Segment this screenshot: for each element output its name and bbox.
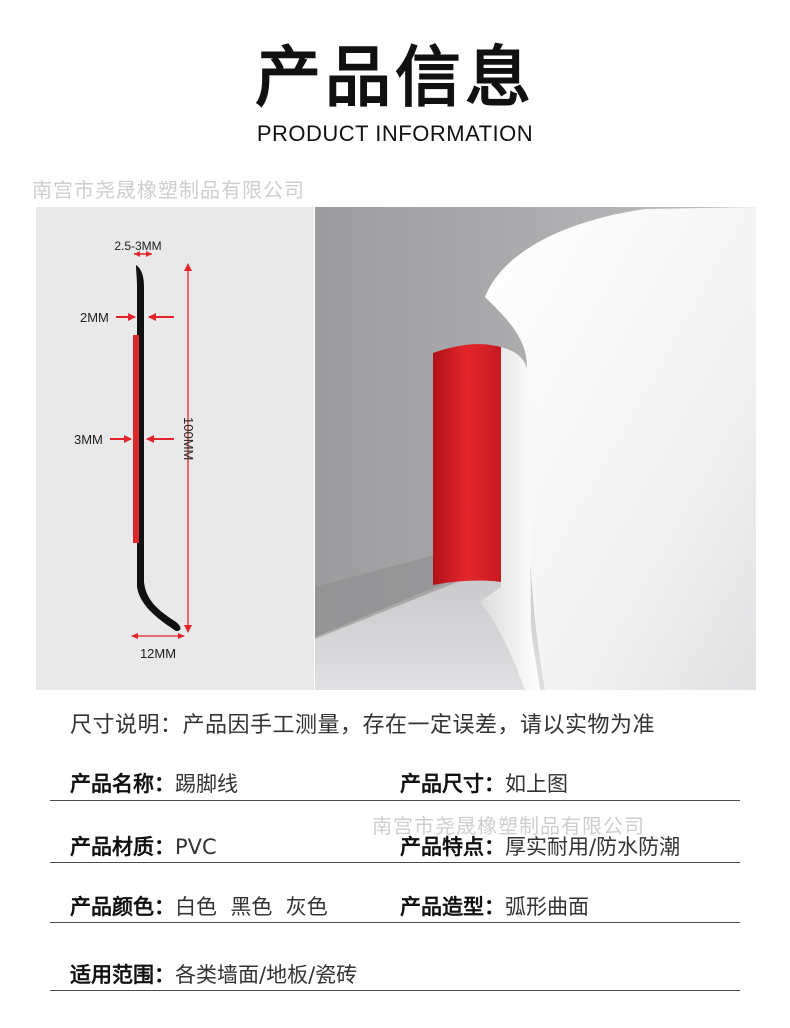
spec-row-2: 产品材质：PVC 产品特点：厚实耐用/防水防潮 (70, 831, 740, 861)
spec-name: 产品名称：踢脚线 (70, 768, 238, 798)
white-baseboard (485, 207, 756, 690)
spec-shape-label: 产品造型： (400, 895, 505, 919)
spec-feature-value: 厚实耐用/防水防潮 (505, 835, 681, 859)
dim-height-label: 100MM (181, 417, 196, 460)
dim-3mm-label: 3MM (74, 432, 103, 447)
divider (50, 922, 740, 923)
spec-size-label: 产品尺寸： (400, 772, 505, 796)
divider (50, 990, 740, 991)
spec-row-1: 产品名称：踢脚线 产品尺寸：如上图 (70, 768, 740, 798)
spec-usage-label: 适用范围： (70, 963, 175, 987)
product-photo (315, 207, 756, 690)
spec-usage-value: 各类墙面/地板/瓷砖 (175, 963, 358, 987)
profile-diagram-svg: 2.5-3MM 2MM 3MM 100MM 12MM (74, 239, 196, 661)
page-title: 产品信息 (255, 39, 535, 116)
watermark-top: 南宫市尧晟橡塑制品有限公司 (32, 178, 305, 202)
spec-feature-label: 产品特点： (400, 835, 505, 859)
red-adhesive-strip-photo (433, 344, 501, 585)
divider (50, 862, 740, 863)
size-note: 尺寸说明：产品因手工测量，存在一定误差，请以实物为准 (70, 713, 656, 738)
spec-color-label: 产品颜色： (70, 895, 175, 919)
spec-material-value: PVC (175, 835, 217, 859)
page-subtitle: PRODUCT INFORMATION (256, 121, 534, 146)
divider (50, 800, 740, 801)
spec-color: 产品颜色：白色 黑色 灰色 (70, 891, 328, 921)
spec-material: 产品材质：PVC (70, 831, 217, 861)
dim-2mm-label: 2MM (80, 310, 109, 325)
watermark-middle: 南宫市尧晟橡塑制品有限公司 (372, 814, 645, 838)
baseboard-edge (480, 347, 540, 690)
profile-shape (136, 265, 181, 631)
spec-material-label: 产品材质： (70, 835, 175, 859)
dim-bottom-width-label: 12MM (140, 646, 176, 661)
spec-name-label: 产品名称： (70, 772, 175, 796)
spec-size: 产品尺寸：如上图 (400, 768, 568, 798)
spec-row-3: 产品颜色：白色 黑色 灰色 产品造型：弧形曲面 (70, 891, 740, 921)
spec-row-4: 适用范围：各类墙面/地板/瓷砖 (70, 959, 740, 989)
spec-shape-value: 弧形曲面 (505, 895, 589, 919)
red-adhesive-strip (133, 335, 139, 543)
spec-size-value: 如上图 (505, 772, 568, 796)
spec-name-value: 踢脚线 (175, 772, 238, 796)
dim-top-width-label: 2.5-3MM (114, 239, 161, 253)
spec-feature: 产品特点：厚实耐用/防水防潮 (400, 831, 680, 861)
spec-usage: 适用范围：各类墙面/地板/瓷砖 (70, 959, 357, 989)
product-photo-svg (315, 207, 756, 690)
profile-diagram: 2.5-3MM 2MM 3MM 100MM 12MM (36, 207, 314, 690)
spec-shape: 产品造型：弧形曲面 (400, 891, 589, 921)
spec-color-value: 白色 黑色 灰色 (175, 895, 328, 919)
